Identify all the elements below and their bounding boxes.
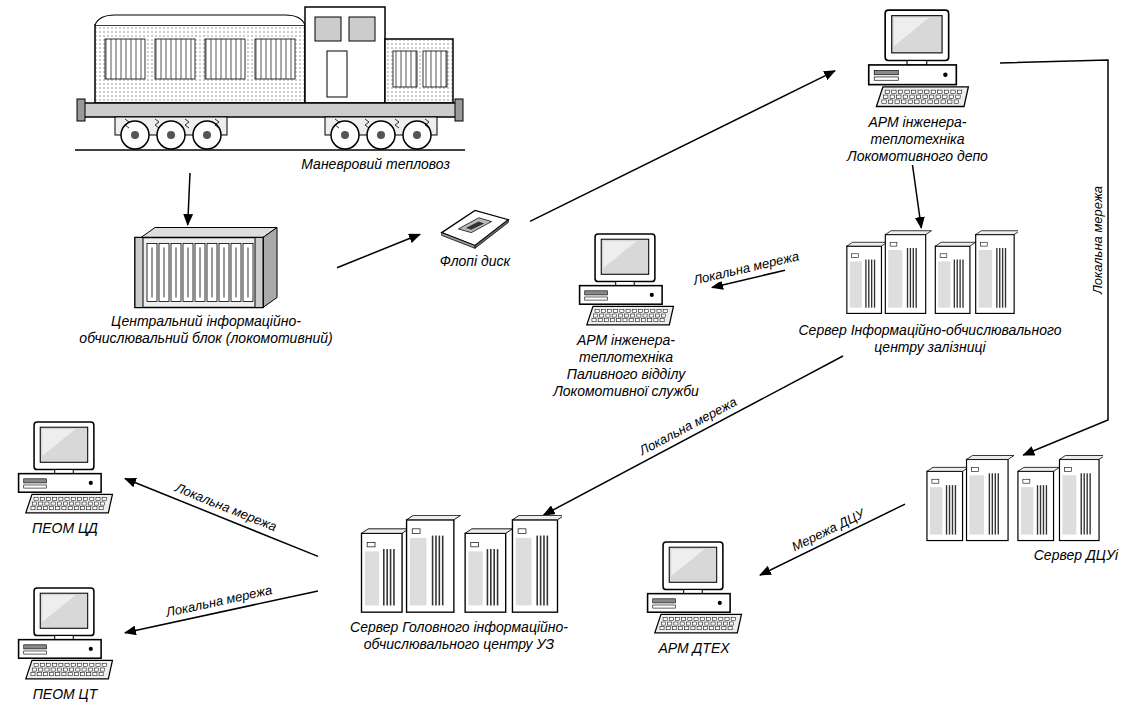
node-label: ПЕОМ ЦТ — [5, 684, 125, 703]
floppy-node: Флопі диск — [420, 205, 530, 270]
edge-label: Локальна мережа — [689, 248, 804, 289]
server-node: Сервер Головного інформаційно-обчислювал… — [318, 515, 600, 653]
connector-arrow — [760, 504, 905, 575]
server-icon — [843, 228, 1018, 320]
connector-arrow — [530, 71, 835, 222]
server-icon — [357, 515, 562, 617]
node-label: ПЕОМ ЦД — [5, 518, 125, 537]
connector-arrow — [188, 173, 190, 225]
pc-node: ПЕОМ ЦД — [5, 420, 125, 537]
connector-arrow — [1000, 60, 1108, 455]
pc-icon — [11, 420, 119, 518]
connector-arrow — [337, 234, 420, 267]
pc-icon — [640, 540, 748, 638]
server-icon — [923, 455, 1103, 545]
node-label: АРМ інженера-теплотехніка Локомотивного … — [835, 112, 1000, 165]
connector-arrow — [913, 165, 922, 228]
server-node: Сервер ДЦУі — [905, 455, 1120, 564]
pc-node: ПЕОМ ЦТ — [5, 586, 125, 703]
pc-icon — [11, 586, 119, 684]
block-icon — [131, 225, 281, 311]
pc-node: АРМ інженера-теплотехніка Паливного відд… — [540, 232, 712, 400]
node-label: АРМ інженера-теплотехніка Паливного відд… — [540, 330, 712, 400]
edge-label: Мережа ДЦУ — [786, 504, 869, 555]
node-label: Сервер ДЦУі — [905, 545, 1120, 564]
floppy-icon — [438, 205, 512, 251]
node-label: Центральний інформаційно-обчислювальний … — [75, 311, 337, 347]
pc-node: АРМ ДТЕХ — [628, 540, 760, 657]
node-label: АРМ ДТЕХ — [628, 638, 760, 657]
block-node: Центральний інформаційно-обчислювальний … — [75, 225, 337, 347]
edge-label: Локальна мережа — [170, 479, 281, 536]
edge-label: Локальна мережа — [634, 392, 742, 459]
loco-icon — [75, 2, 465, 154]
pc-node: АРМ інженера-теплотехніка Локомотивного … — [835, 8, 1000, 165]
loco-node: Маневровий тепловоз — [70, 2, 470, 173]
server-node: Сервер Інформаційно-обчислювального цент… — [785, 228, 1075, 356]
node-label: Сервер Інформаційно-обчислювального цент… — [785, 320, 1075, 356]
edge-label: Локальна мережа — [1090, 183, 1105, 297]
node-label: Сервер Головного інформаційно-обчислювал… — [318, 617, 600, 653]
node-label: Флопі диск — [420, 251, 530, 270]
pc-icon — [572, 232, 680, 330]
connector-arrow — [125, 479, 318, 557]
node-label: Маневровий тепловоз — [70, 154, 470, 173]
edge-label: Локальна мережа — [162, 582, 277, 621]
pc-icon — [862, 8, 974, 112]
